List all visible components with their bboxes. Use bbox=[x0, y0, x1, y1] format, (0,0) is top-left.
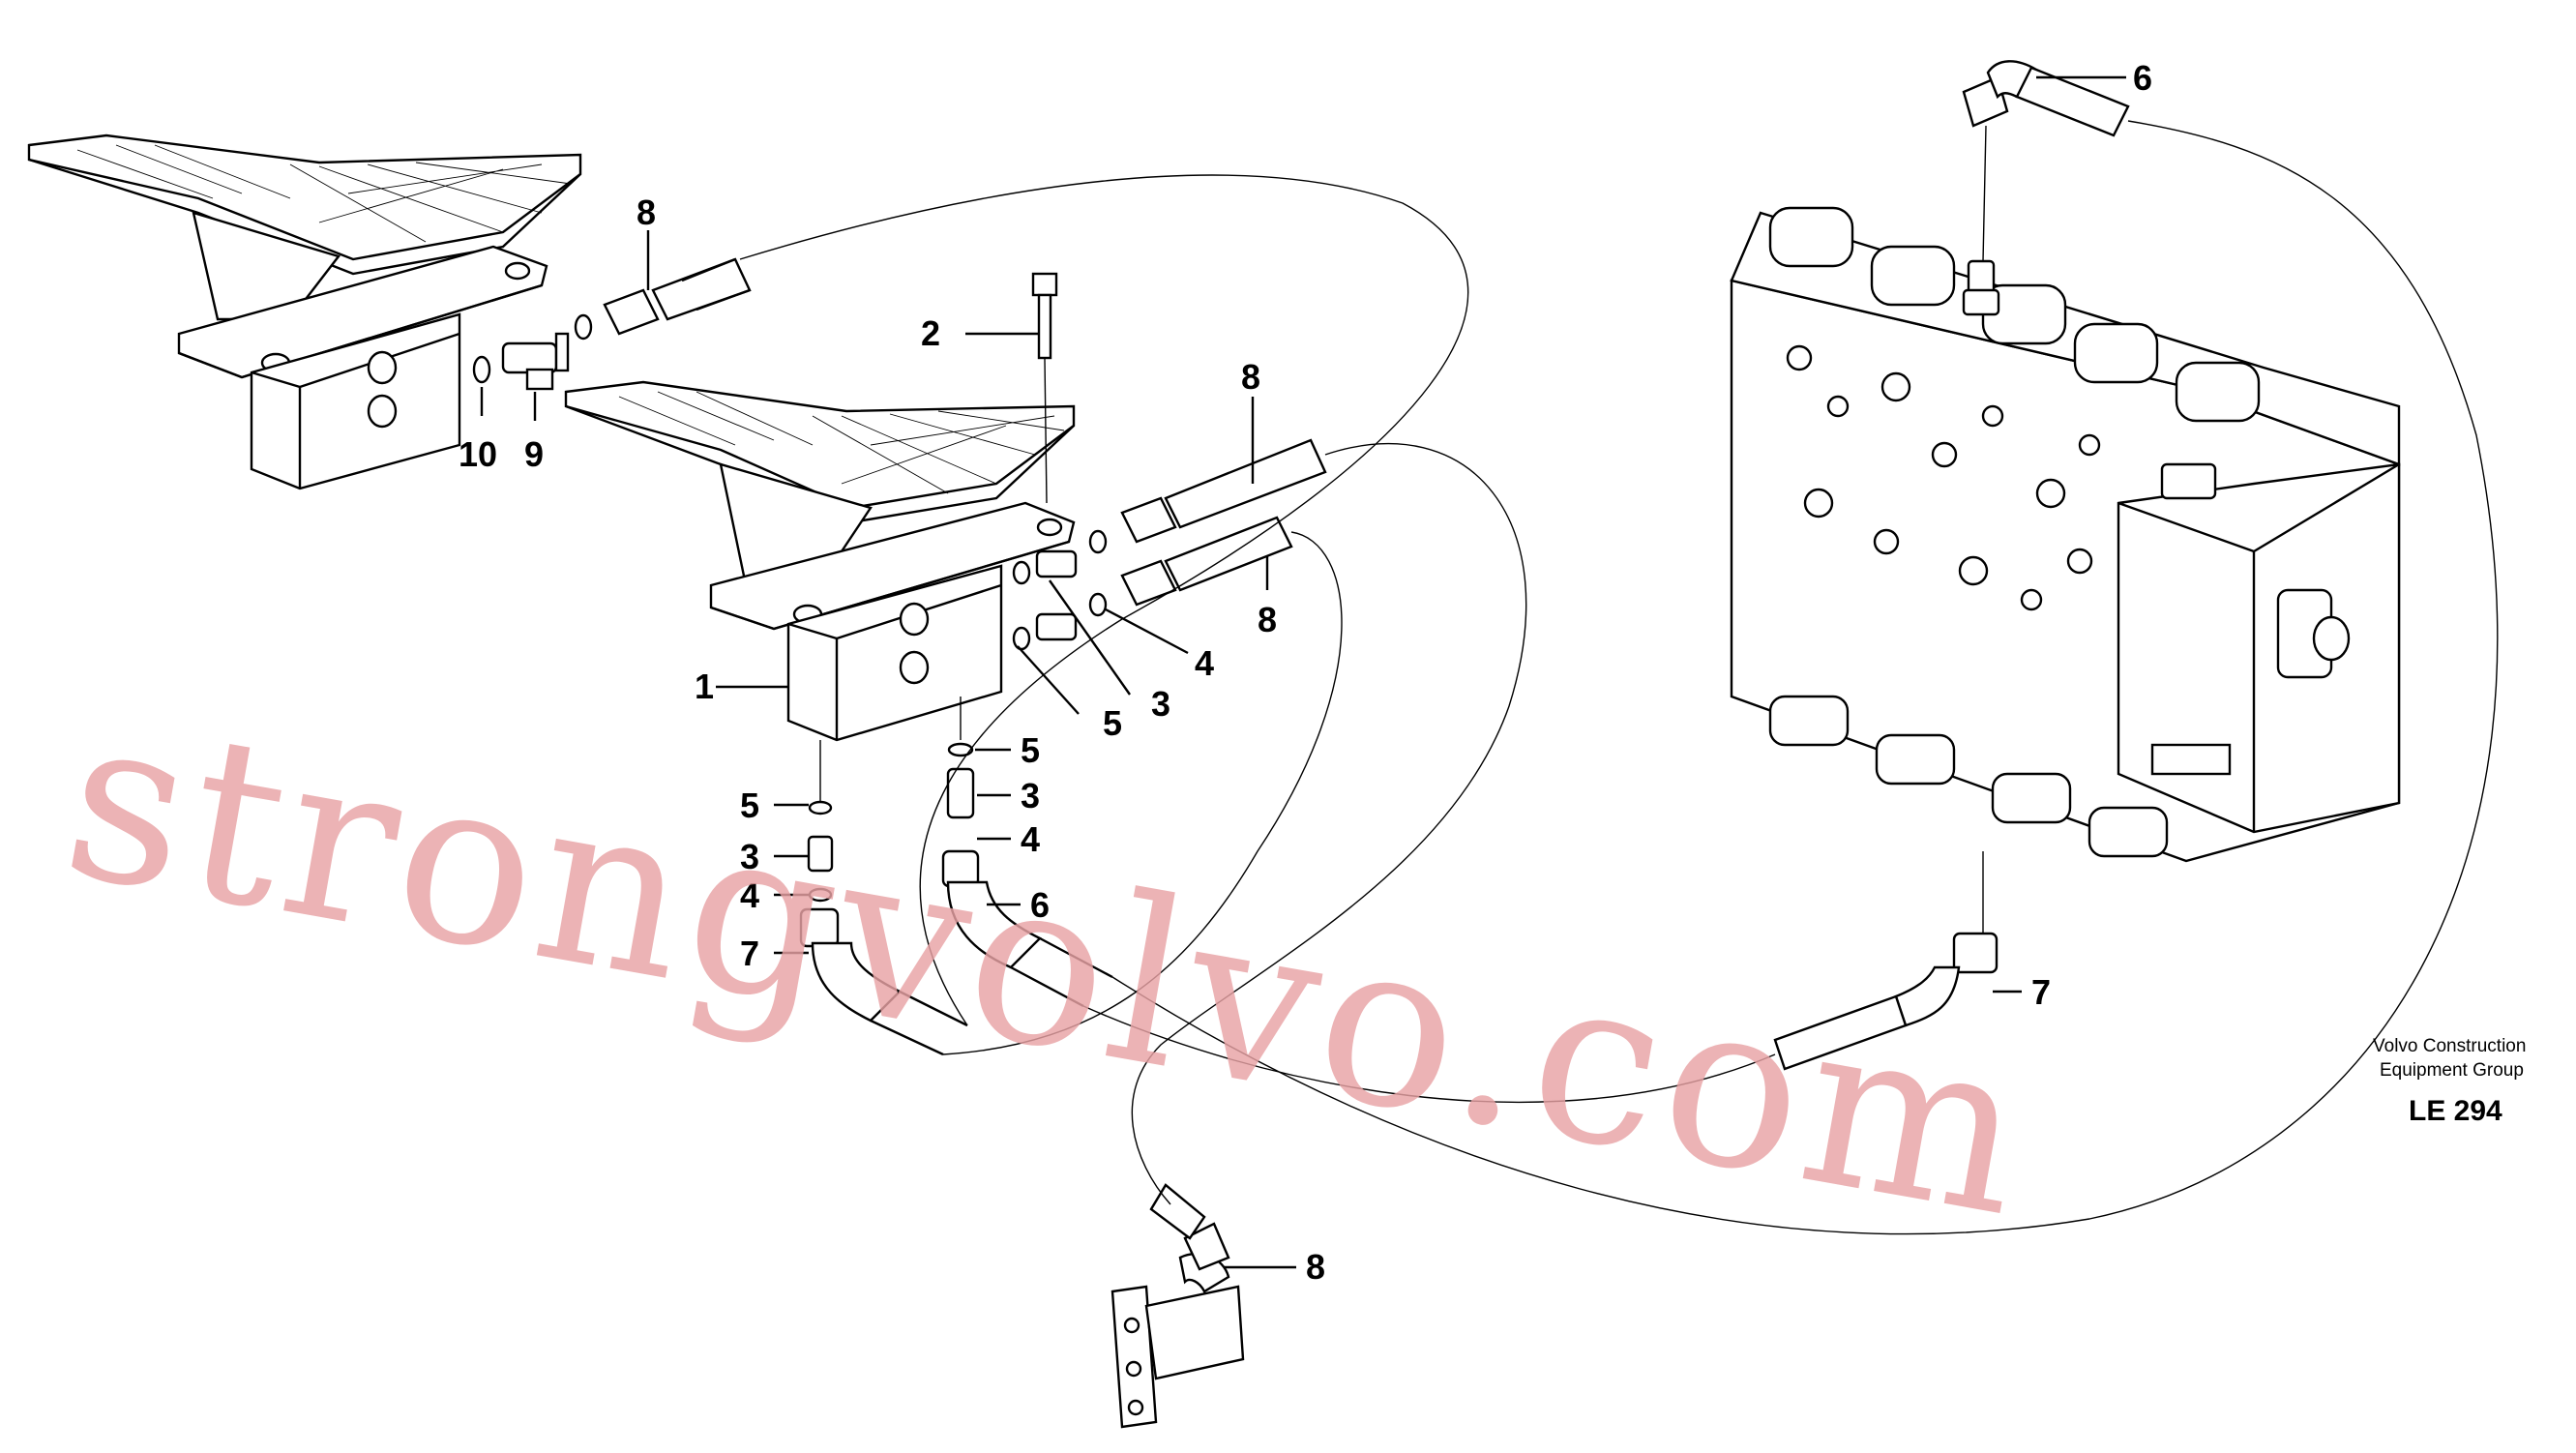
control-valve bbox=[1730, 206, 2401, 863]
fittings-center-bottom-left bbox=[799, 740, 968, 1056]
callout-4-b: 4 bbox=[1021, 819, 1040, 859]
callouts: 6 8 2 8 10 9 8 4 1 3 5 5 5 3 3 4 4 6 7 7… bbox=[459, 58, 2152, 1287]
caption-block: Volvo Construction Equipment Group LE 29… bbox=[2373, 1036, 2526, 1127]
hose-left-pedal bbox=[603, 257, 752, 336]
pedal-center bbox=[564, 380, 1076, 742]
callout-3-a: 3 bbox=[1151, 684, 1170, 724]
callout-8-right: 8 bbox=[1258, 600, 1277, 639]
tee-fitting-9 bbox=[472, 313, 593, 391]
callout-8-mid: 8 bbox=[1241, 357, 1260, 397]
fittings-center-right bbox=[1012, 529, 1108, 651]
callout-7-right: 7 bbox=[2031, 972, 2051, 1012]
callout-4-a: 4 bbox=[1195, 643, 1214, 683]
callout-7-left: 7 bbox=[740, 934, 759, 973]
hose-6-top bbox=[1962, 60, 2130, 262]
callout-1: 1 bbox=[695, 667, 714, 706]
watermark-text: strongvolvo.com bbox=[48, 664, 2048, 1268]
callout-3-b: 3 bbox=[1021, 776, 1040, 815]
callout-3-c: 3 bbox=[740, 837, 759, 876]
callout-6-top: 6 bbox=[2133, 58, 2152, 98]
hoses-center-right bbox=[1120, 438, 1327, 607]
callout-5-c: 5 bbox=[740, 786, 759, 825]
leader-lines bbox=[480, 75, 2126, 1269]
callout-9: 9 bbox=[524, 434, 544, 474]
pedal-left bbox=[27, 133, 582, 490]
callout-6-mid: 6 bbox=[1030, 885, 1050, 925]
callout-10: 10 bbox=[459, 434, 497, 474]
callout-8-bottom: 8 bbox=[1306, 1247, 1325, 1287]
callout-5-b: 5 bbox=[1021, 730, 1040, 770]
callout-4-c: 4 bbox=[740, 875, 759, 915]
caption-line-2: Equipment Group bbox=[2380, 1060, 2524, 1081]
bolt-2 bbox=[1031, 272, 1058, 504]
drawing-code: LE 294 bbox=[2409, 1095, 2502, 1127]
callout-8-left: 8 bbox=[637, 193, 656, 232]
hose-7-right bbox=[1773, 851, 1999, 1071]
callout-2: 2 bbox=[921, 313, 940, 353]
fittings-center-bottom-mid bbox=[941, 697, 1113, 1008]
callout-5-a: 5 bbox=[1103, 703, 1122, 743]
valve-bracket-bottom bbox=[1110, 1183, 1245, 1429]
caption-line-1: Volvo Construction bbox=[2373, 1036, 2526, 1056]
hose-routes bbox=[739, 120, 2499, 1235]
